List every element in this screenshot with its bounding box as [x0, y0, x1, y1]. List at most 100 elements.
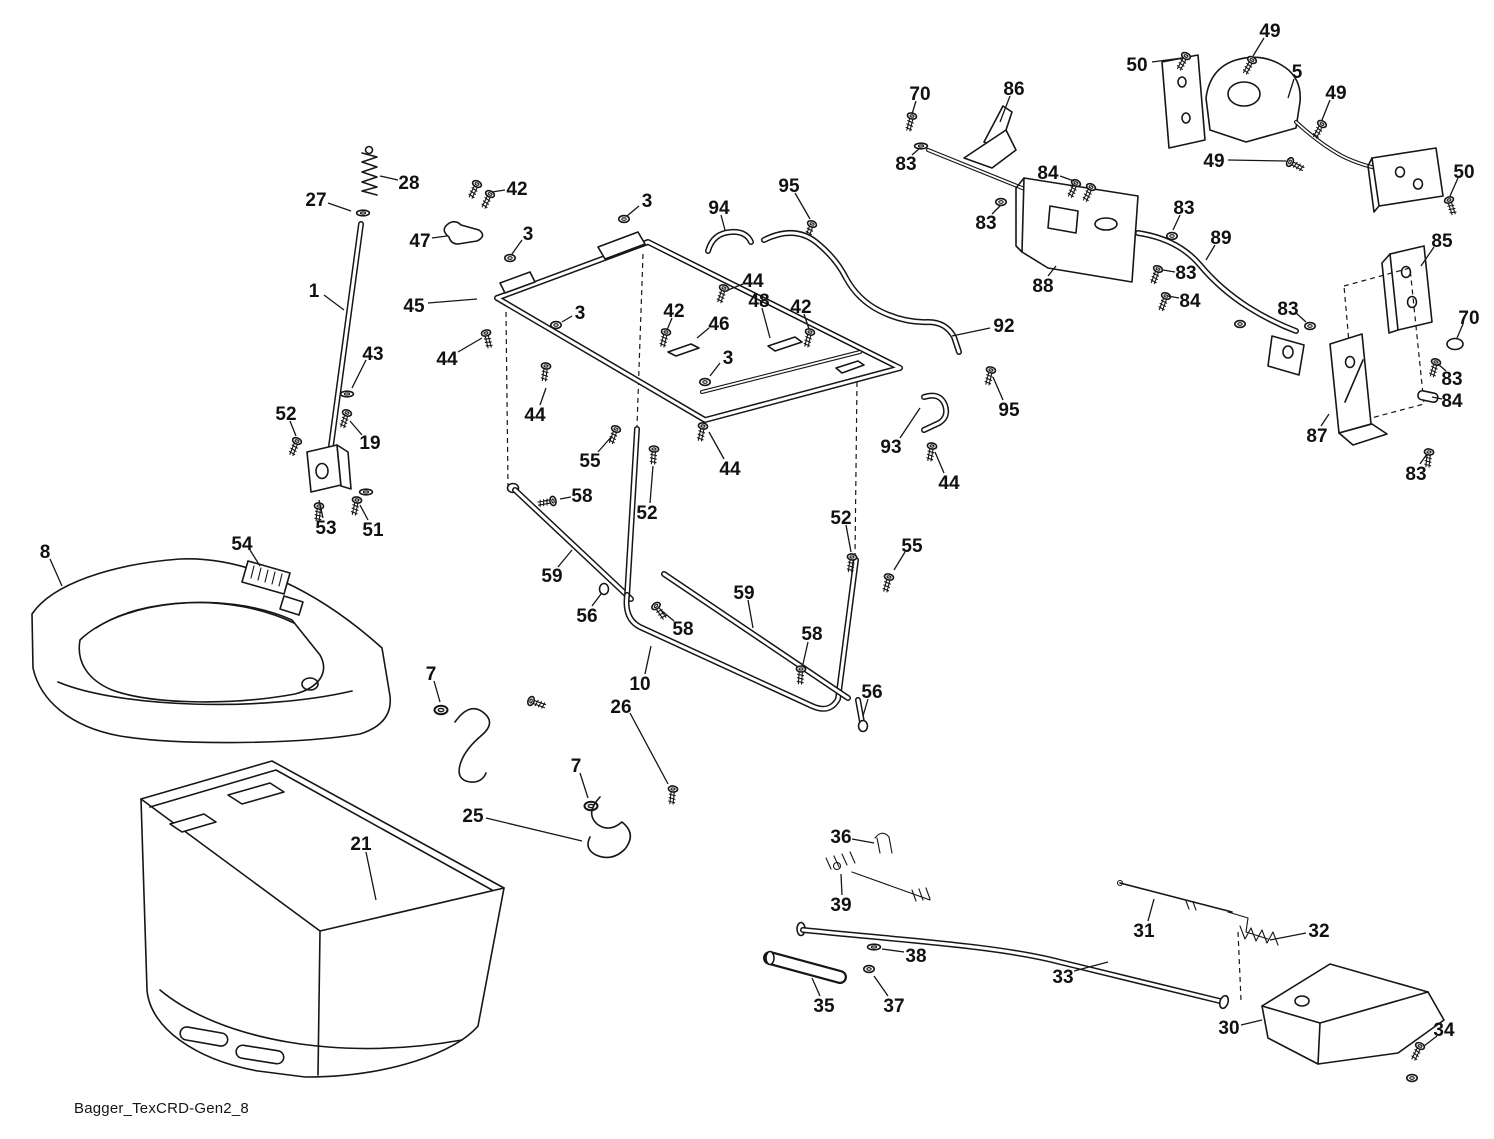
- part-label-59: 59: [733, 583, 754, 604]
- part-label-7: 7: [426, 664, 437, 685]
- mounting-brackets: [903, 50, 1464, 469]
- leader-line-83: [1437, 363, 1447, 372]
- leader-line-19: [349, 420, 363, 436]
- part-label-21: 21: [350, 834, 372, 855]
- leader-line-52: [845, 524, 852, 553]
- part-label-50: 50: [1453, 162, 1474, 183]
- part-label-88: 88: [1032, 276, 1053, 297]
- leader-line-84: [1431, 396, 1443, 400]
- part-label-51: 51: [362, 520, 384, 541]
- leader-line-95: [794, 192, 811, 220]
- diagram-id-text: Bagger_TexCRD-Gen2_8: [74, 1100, 249, 1117]
- part-label-94: 94: [708, 198, 730, 219]
- part-label-35: 35: [813, 996, 835, 1017]
- support-rods: [705, 228, 962, 433]
- leader-line-28: [379, 175, 399, 181]
- frame-fasteners: [480, 214, 997, 463]
- part-label-43: 43: [362, 344, 383, 365]
- leader-line-21: [365, 851, 377, 901]
- leader-line-43: [351, 359, 367, 389]
- leader-line-39: [840, 873, 843, 896]
- part-label-42: 42: [506, 179, 527, 200]
- leader-line-8: [49, 558, 63, 587]
- part-label-83: 83: [1405, 464, 1426, 485]
- bag-top-frame: [494, 231, 903, 557]
- part-label-58: 58: [672, 619, 693, 640]
- lift-rod-assembly: [286, 145, 378, 523]
- leader-line-55: [597, 435, 613, 453]
- part-label-44: 44: [742, 271, 764, 292]
- bagger-cover: [31, 558, 391, 744]
- leader-line-95: [992, 376, 1004, 401]
- part-label-48: 48: [748, 291, 769, 312]
- leader-line-36: [851, 838, 875, 844]
- part-label-92: 92: [993, 316, 1014, 337]
- part-label-58: 58: [801, 624, 822, 645]
- leader-line-42: [491, 189, 506, 193]
- part-label-59: 59: [541, 566, 562, 587]
- part-label-47: 47: [409, 231, 430, 252]
- leader-line-93: [899, 407, 921, 439]
- part-label-56: 56: [861, 682, 882, 703]
- part-label-93: 93: [880, 437, 901, 458]
- bag-support-tubes: [506, 423, 895, 733]
- leader-line-34: [1423, 1035, 1438, 1047]
- part-label-83: 83: [975, 213, 996, 234]
- part-label-45: 45: [403, 296, 425, 317]
- leader-line-5: [1287, 78, 1295, 99]
- part-label-44: 44: [524, 405, 546, 426]
- part-label-8: 8: [40, 542, 51, 563]
- part-label-55: 55: [901, 536, 923, 557]
- part-label-84: 84: [1037, 163, 1059, 184]
- part-label-3: 3: [642, 191, 653, 212]
- part-label-7: 7: [571, 756, 582, 777]
- leader-line-87: [1320, 413, 1330, 427]
- leader-line-58: [559, 496, 572, 500]
- leader-line-3: [709, 362, 721, 377]
- leader-line-83: [911, 147, 921, 156]
- leader-line-53: [318, 499, 324, 519]
- leader-line-7: [579, 772, 589, 799]
- part-label-44: 44: [938, 473, 960, 494]
- part-label-44: 44: [719, 459, 741, 480]
- leader-line-10: [644, 645, 652, 675]
- leader-line-42: [803, 313, 810, 330]
- leader-line-89: [1205, 244, 1216, 261]
- leader-line-86: [999, 95, 1011, 123]
- part-label-52: 52: [275, 404, 296, 425]
- leader-line-32: [1269, 932, 1307, 941]
- part-label-46: 46: [708, 314, 729, 335]
- part-label-10: 10: [629, 674, 650, 695]
- leader-lines: [49, 37, 1464, 1047]
- part-label-28: 28: [398, 173, 419, 194]
- leader-line-1: [323, 294, 345, 311]
- leader-line-25: [485, 817, 583, 842]
- part-label-3: 3: [575, 303, 586, 324]
- handle-assembly: [763, 832, 1445, 1083]
- part-label-33: 33: [1052, 967, 1073, 988]
- part-label-56: 56: [576, 606, 597, 627]
- leader-line-84: [1167, 295, 1180, 299]
- part-label-83: 83: [1441, 369, 1462, 390]
- leader-line-50: [1151, 57, 1183, 63]
- leader-line-52: [289, 420, 297, 437]
- leader-line-83: [991, 205, 1001, 215]
- part-label-95: 95: [998, 400, 1020, 421]
- leader-line-26: [629, 712, 669, 785]
- leader-line-30: [1240, 1019, 1263, 1026]
- leader-line-46: [696, 327, 710, 339]
- part-label-84: 84: [1179, 291, 1201, 312]
- part-label-5: 5: [1292, 62, 1303, 83]
- leader-line-85: [1420, 246, 1435, 267]
- leader-line-70: [1456, 323, 1464, 339]
- leader-line-58: [802, 641, 809, 665]
- part-label-58: 58: [571, 486, 592, 507]
- part-label-70: 70: [909, 84, 930, 105]
- part-label-70: 70: [1458, 308, 1479, 329]
- bagger-container: [140, 760, 505, 1078]
- leader-line-47: [431, 235, 448, 239]
- part-label-39: 39: [830, 895, 851, 916]
- part-label-52: 52: [636, 503, 657, 524]
